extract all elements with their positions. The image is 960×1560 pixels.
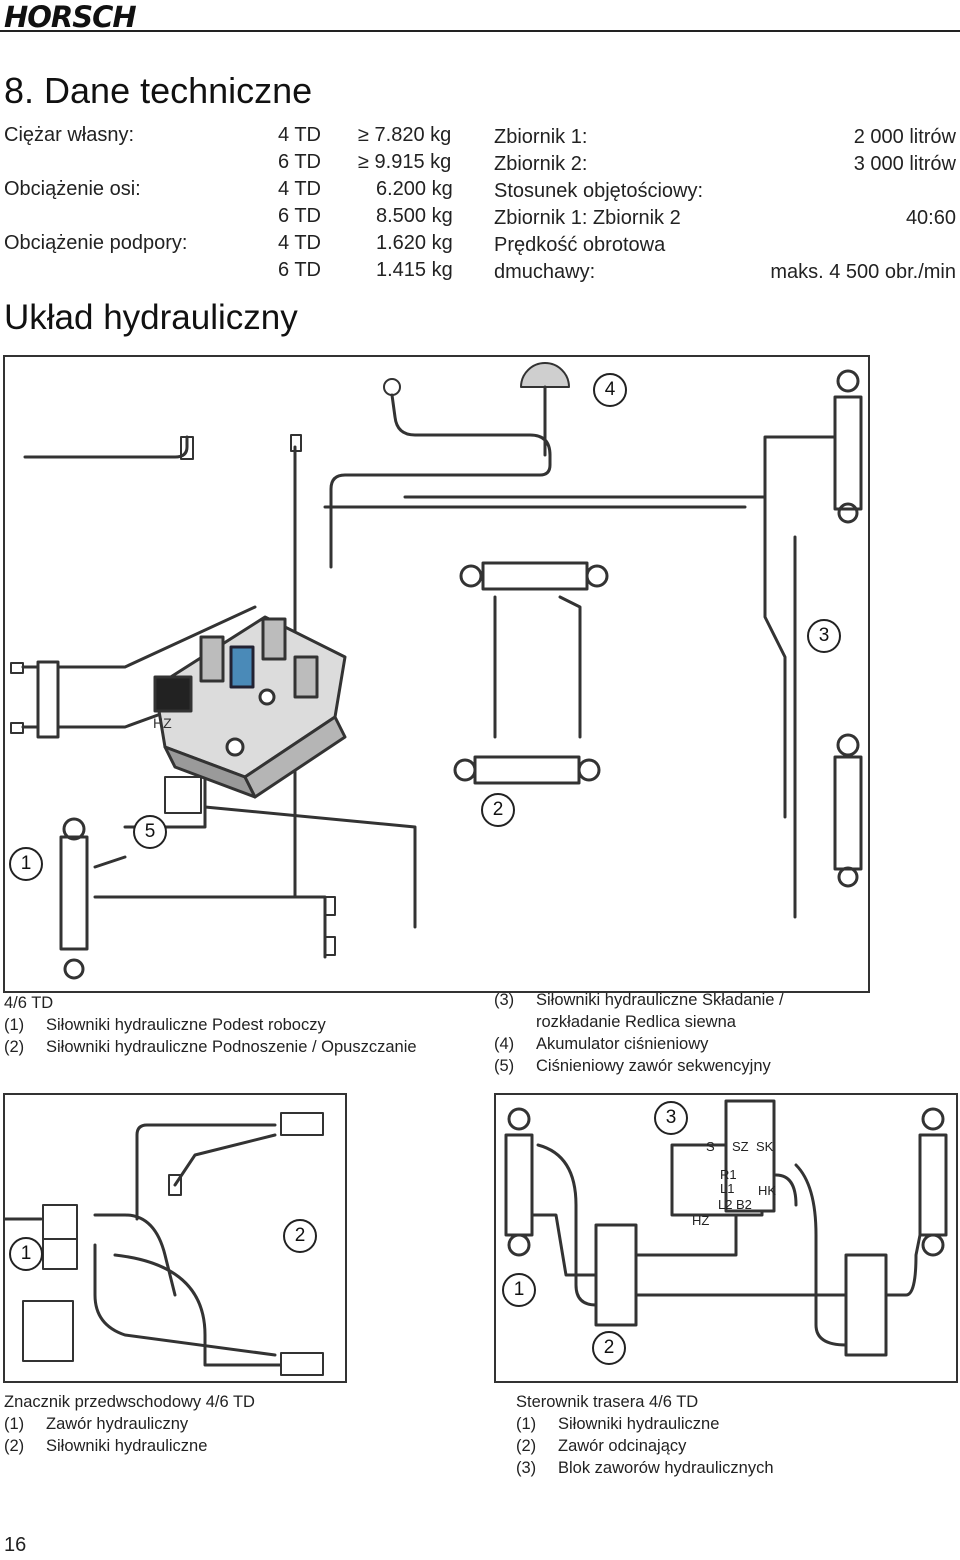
caption-text: Ciśnieniowy zawór sekwencyjny xyxy=(536,1057,771,1075)
spec-label: Obciążenie osi: xyxy=(4,178,141,200)
caption-text: Zawór odcinający xyxy=(558,1437,687,1455)
hydraulic-diagram-frame: HZ 4 3 2 5 1 xyxy=(3,355,870,993)
spec-label: Prędkość obrotowa xyxy=(494,234,666,256)
spec-model: 6 TD xyxy=(278,205,321,227)
callout-2: 2 xyxy=(283,1219,317,1253)
callout-3: 3 xyxy=(654,1101,688,1135)
spec-model: 4 TD xyxy=(278,232,321,254)
valve-label: L1 xyxy=(720,1181,735,1196)
spec-value: 8.500 kg xyxy=(376,205,453,227)
caption-item: (1) Siłowniki hydrauliczne Podest roboczy xyxy=(4,1016,326,1035)
section-title: 8. Dane techniczne xyxy=(4,70,313,111)
subsection-title: Układ hydrauliczny xyxy=(4,298,298,337)
spec-model: 4 TD xyxy=(278,178,321,200)
caption-num: (2) xyxy=(516,1437,537,1455)
caption-num: (1) xyxy=(4,1415,25,1433)
callout-1: 1 xyxy=(502,1273,536,1307)
caption-num: (1) xyxy=(4,1016,25,1034)
valve-label: SK xyxy=(756,1139,774,1154)
caption-num: (3) xyxy=(494,991,515,1009)
caption-num: (4) xyxy=(494,1035,515,1053)
caption-item: rozkładanie Redlica siewna xyxy=(494,1013,736,1032)
spec-label: Stosunek objętościowy: xyxy=(494,180,704,202)
spec-label: Ciężar własny: xyxy=(4,124,135,146)
caption-text: Siłowniki hydrauliczne Składanie / xyxy=(536,991,784,1009)
caption-item: (5) Ciśnieniowy zawór sekwencyjny xyxy=(494,1057,771,1076)
marker-diagram xyxy=(5,1112,324,1376)
caption-text: rozkładanie Redlica siewna xyxy=(536,1013,736,1031)
caption-text: Akumulator ciśnieniowy xyxy=(536,1035,709,1053)
spec-label: dmuchawy: xyxy=(494,261,596,283)
valve-label: B2 xyxy=(736,1197,752,1212)
valve-label: HZ xyxy=(692,1213,710,1228)
callout-1: 1 xyxy=(9,847,43,881)
spec-value: maks. 4 500 obr./min xyxy=(770,261,956,283)
caption-model: 4/6 TD xyxy=(4,994,54,1012)
spec-value: 40:60 xyxy=(905,207,956,229)
tracer-diagram-frame: S SZ SK R1 L1 L2 B2 HK HZ 3 1 2 xyxy=(494,1093,958,1383)
spec-value: ≥ 9.915 kg xyxy=(358,151,452,173)
hz-label: HZ xyxy=(153,715,172,731)
caption-item: (2) Zawór odcinający xyxy=(516,1437,686,1456)
caption-item: (2) Siłowniki hydrauliczne Podnoszenie / … xyxy=(4,1038,417,1057)
valve-label: L2 xyxy=(718,1197,733,1212)
spec-label: Zbiornik 1: xyxy=(494,126,588,148)
spec-value: 3 000 litrów xyxy=(853,153,956,175)
tracer-diagram xyxy=(504,1099,948,1357)
spec-value: 1.620 kg xyxy=(376,232,453,254)
caption-text: Siłowniki hydrauliczne Podest roboczy xyxy=(46,1016,326,1034)
callout-2: 2 xyxy=(481,793,515,827)
spec-model: 6 TD xyxy=(278,259,321,281)
caption-text: Siłowniki hydrauliczne Podnoszenie / Opu… xyxy=(46,1038,417,1056)
spec-value: 6.200 kg xyxy=(376,178,453,200)
caption-item: (4) Akumulator ciśnieniowy xyxy=(494,1035,708,1054)
caption-num: (2) xyxy=(4,1038,25,1056)
spec-label: Zbiornik 2: xyxy=(494,153,588,175)
caption-title: Znacznik przedwschodowy 4/6 TD xyxy=(4,1393,255,1411)
callout-2: 2 xyxy=(592,1331,626,1365)
caption-item: (2) Siłowniki hydrauliczne xyxy=(4,1437,207,1456)
valve-label: S xyxy=(706,1139,715,1154)
callout-4: 4 xyxy=(593,373,627,407)
spec-model: 4 TD xyxy=(278,124,321,146)
marker-diagram-frame: 1 2 xyxy=(3,1093,347,1383)
brand-logo: HORSCH xyxy=(4,0,137,34)
spec-label: Obciążenie podpory: xyxy=(4,232,188,254)
caption-num: (3) xyxy=(516,1459,537,1477)
caption-item: (1) Siłowniki hydrauliczne xyxy=(516,1415,719,1434)
caption-text: Siłowniki hydrauliczne xyxy=(46,1437,208,1455)
spec-value: 1.415 kg xyxy=(376,259,453,281)
hydraulic-diagram xyxy=(10,362,863,980)
valve-label: R1 xyxy=(720,1167,737,1182)
caption-item: (1) Zawór hydrauliczny xyxy=(4,1415,188,1434)
caption-text: Siłowniki hydrauliczne xyxy=(558,1415,720,1433)
spec-label: Zbiornik 1: Zbiornik 2 xyxy=(494,207,681,229)
caption-text: Blok zaworów hydraulicznych xyxy=(558,1459,774,1477)
valve-label: HK xyxy=(758,1183,777,1198)
caption-title: Sterownik trasera 4/6 TD xyxy=(516,1393,699,1411)
callout-3: 3 xyxy=(807,619,841,653)
page-number: 16 xyxy=(4,1534,27,1556)
header-divider xyxy=(0,30,960,32)
caption-item: (3) Siłowniki hydrauliczne Składanie / xyxy=(494,991,784,1010)
callout-5: 5 xyxy=(133,815,167,849)
spec-value: ≥ 7.820 kg xyxy=(358,124,452,146)
spec-value: 2 000 litrów xyxy=(853,126,956,148)
spec-model: 6 TD xyxy=(278,151,321,173)
caption-text: Zawór hydrauliczny xyxy=(46,1415,189,1433)
caption-num: (2) xyxy=(4,1437,25,1455)
caption-item: (3) Blok zaworów hydraulicznych xyxy=(516,1459,774,1478)
caption-num: (5) xyxy=(494,1057,515,1075)
caption-num: (1) xyxy=(516,1415,537,1433)
valve-label: SZ xyxy=(732,1139,749,1154)
callout-1: 1 xyxy=(9,1237,43,1271)
